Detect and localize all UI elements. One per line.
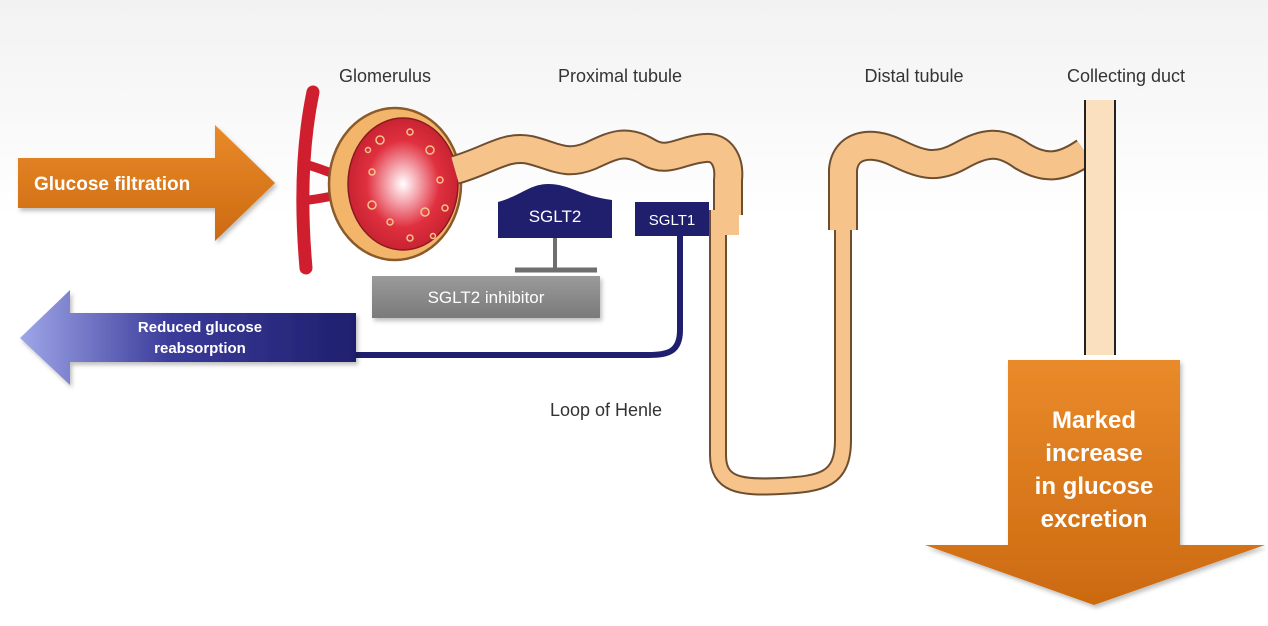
reabsorption-label-line1: Reduced glucose [138, 319, 262, 336]
sglt2-label: SGLT2 [529, 207, 582, 226]
proximal-tubule-label: Proximal tubule [558, 66, 682, 86]
collecting-duct [1085, 100, 1115, 355]
loop-of-henle-label: Loop of Henle [550, 400, 662, 420]
reabsorption-label-line2: reabsorption [154, 340, 246, 357]
collecting-duct-label: Collecting duct [1067, 66, 1185, 86]
glomerulus-tuft [348, 118, 458, 250]
excretion-label-line1: Marked [1052, 407, 1136, 434]
glomerulus-label: Glomerulus [339, 66, 431, 86]
distal-tubule-label: Distal tubule [864, 66, 963, 86]
excretion-label-line3: in glucose [1035, 473, 1154, 500]
excretion-label-line4: excretion [1041, 506, 1148, 533]
glucose-filtration-label: Glucose filtration [34, 174, 190, 195]
sglt1-label: SGLT1 [649, 212, 695, 229]
sglt2-inhibitor-label: SGLT2 inhibitor [428, 288, 545, 307]
excretion-label-line2: increase [1045, 440, 1142, 467]
